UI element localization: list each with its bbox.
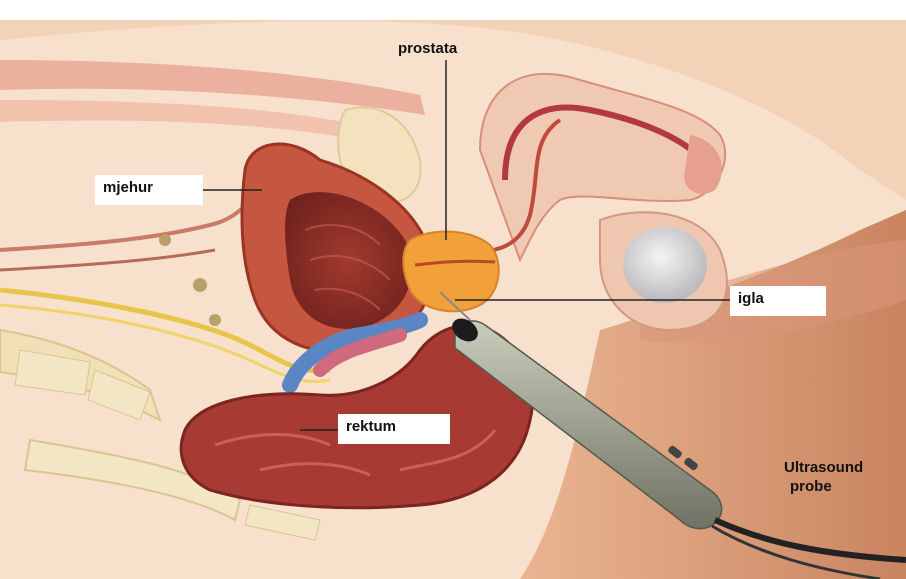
lymph-node: [159, 234, 171, 246]
label-prostata: prostata: [398, 40, 457, 57]
label-ultrasound-probe: Ultrasound probe: [784, 458, 863, 496]
label-probe-line1: Ultrasound: [784, 458, 863, 477]
label-mjehur: mjehur: [95, 175, 203, 205]
testis: [623, 227, 707, 303]
label-rektum: rektum: [338, 414, 450, 444]
lymph-node: [209, 314, 221, 326]
label-igla: igla: [730, 286, 826, 316]
lymph-node: [193, 278, 207, 292]
label-probe-line2: probe: [784, 477, 863, 496]
